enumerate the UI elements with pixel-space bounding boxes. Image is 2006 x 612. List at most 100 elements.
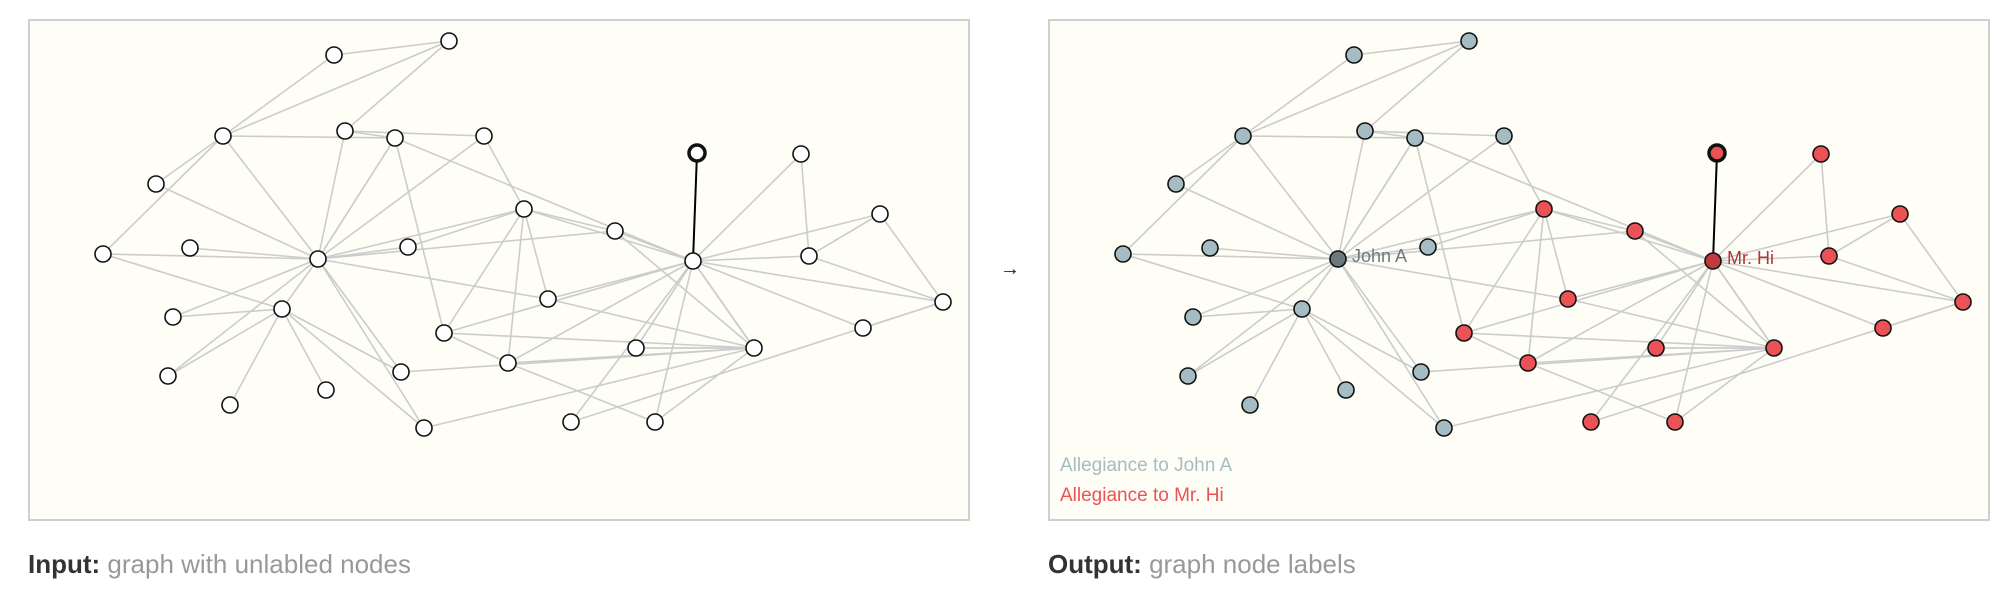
- edge-19-23: [1634, 230, 1714, 262]
- edge-0-1: [1353, 40, 1470, 56]
- edge-10-4: [1187, 258, 1339, 377]
- edge-3-16: [344, 130, 485, 137]
- labeled-node-8: [1293, 300, 1311, 318]
- labeled-node-19: [1626, 222, 1644, 240]
- edge-2-11: [1242, 135, 1416, 139]
- edge-23-32: [692, 260, 944, 303]
- edge-10-8: [167, 308, 283, 377]
- edge-12-8: [1249, 308, 1303, 406]
- edge-21-26: [443, 332, 755, 349]
- edge-2-6: [102, 135, 224, 255]
- node-13: [317, 381, 335, 399]
- edge-0-2: [1242, 54, 1355, 137]
- edge-1-2: [1242, 40, 1470, 137]
- labeled-node-12: [1241, 396, 1259, 414]
- labeled-node-22: [1519, 354, 1537, 372]
- arrow: →: [1000, 258, 1020, 280]
- labeled-node-13: [1337, 381, 1355, 399]
- labeled-node-3: [1356, 122, 1374, 140]
- node-19: [606, 222, 624, 240]
- edge-0-2: [222, 54, 335, 137]
- edge-18-21: [1463, 208, 1545, 334]
- labeled-node-33: [1582, 413, 1600, 431]
- edge-4-20: [317, 258, 549, 300]
- edge-23-30: [1712, 260, 1884, 329]
- node-18: [515, 200, 533, 218]
- node-15: [415, 419, 433, 437]
- edge-5-4: [1175, 183, 1339, 260]
- edge-32-33: [570, 301, 944, 423]
- node-24: [627, 339, 645, 357]
- input-caption-text: graph with unlabled nodes: [100, 549, 411, 579]
- edge-25-22: [1527, 362, 1676, 423]
- edge-20-26: [547, 298, 755, 349]
- node-2: [214, 127, 232, 145]
- edge-16-4: [317, 135, 485, 260]
- edge-18-20: [523, 208, 549, 300]
- edge-14-8: [281, 308, 402, 373]
- labeled-node-17: [1419, 238, 1437, 256]
- edge-23-24: [635, 260, 694, 349]
- edge-23-28: [1712, 153, 1822, 262]
- edge-9-4: [1192, 258, 1339, 318]
- edge-4-19: [317, 230, 616, 260]
- edge-6-8: [102, 253, 283, 310]
- edge-11-21: [394, 137, 445, 334]
- node-26: [745, 339, 763, 357]
- edge-9-4: [172, 258, 319, 318]
- labeled-node-26: [1765, 339, 1783, 357]
- edge-23-25: [654, 260, 694, 423]
- edge-23-28: [692, 153, 802, 262]
- edge-21-23: [443, 260, 694, 334]
- edge-14-4: [317, 258, 402, 373]
- edge-1-3: [344, 40, 450, 132]
- node-20: [539, 290, 557, 308]
- labeled-node-10: [1179, 367, 1197, 385]
- labeled-node-28: [1812, 145, 1830, 163]
- node-25: [646, 413, 664, 431]
- labeled-node-0: [1345, 46, 1363, 64]
- labeled-node-11: [1406, 129, 1424, 147]
- edge-2-6: [1122, 135, 1244, 255]
- edge-23-31: [1712, 213, 1901, 262]
- edge-11-23: [394, 137, 694, 262]
- edge-0-1: [333, 40, 450, 56]
- edge-17-18: [407, 208, 525, 248]
- edge-6-8: [1122, 253, 1303, 310]
- node-6: [94, 245, 112, 263]
- edge-8-4: [1301, 258, 1339, 310]
- edge-23-30: [692, 260, 864, 329]
- labeled-node-18: [1535, 200, 1553, 218]
- edge-2-4: [1242, 135, 1339, 260]
- edge-19-26: [1634, 230, 1775, 349]
- edge-18-20: [1543, 208, 1569, 300]
- labeled-node-30: [1874, 319, 1892, 337]
- edge-10-8: [1187, 308, 1303, 377]
- edge-6-4: [1122, 253, 1339, 260]
- labeled-node-20: [1559, 290, 1577, 308]
- node-3: [336, 122, 354, 140]
- node-1: [440, 32, 458, 50]
- labeled-node-31: [1891, 205, 1909, 223]
- node-14: [392, 363, 410, 381]
- edge-28-29: [1820, 153, 1830, 257]
- edge-23-29: [1712, 255, 1830, 262]
- labeled-node-16: [1495, 127, 1513, 145]
- node-21: [435, 324, 453, 342]
- edge-14-8: [1301, 308, 1422, 373]
- node-7: [181, 239, 199, 257]
- edge-16-18: [1503, 135, 1545, 210]
- edge-14-4: [1337, 258, 1422, 373]
- edge-3-16: [1364, 130, 1505, 137]
- edge-31-32: [1899, 213, 1964, 303]
- labeled-node-32: [1954, 293, 1972, 311]
- edge-16-4: [1337, 135, 1505, 260]
- edge-18-19: [523, 208, 616, 232]
- edge-21-23: [1463, 260, 1714, 334]
- input-caption: Input: graph with unlabled nodes: [28, 549, 411, 580]
- node-12: [221, 396, 239, 414]
- labeled-node-29: [1820, 247, 1838, 265]
- labeled-node-7: [1201, 239, 1219, 257]
- edge-11-23: [1414, 137, 1714, 262]
